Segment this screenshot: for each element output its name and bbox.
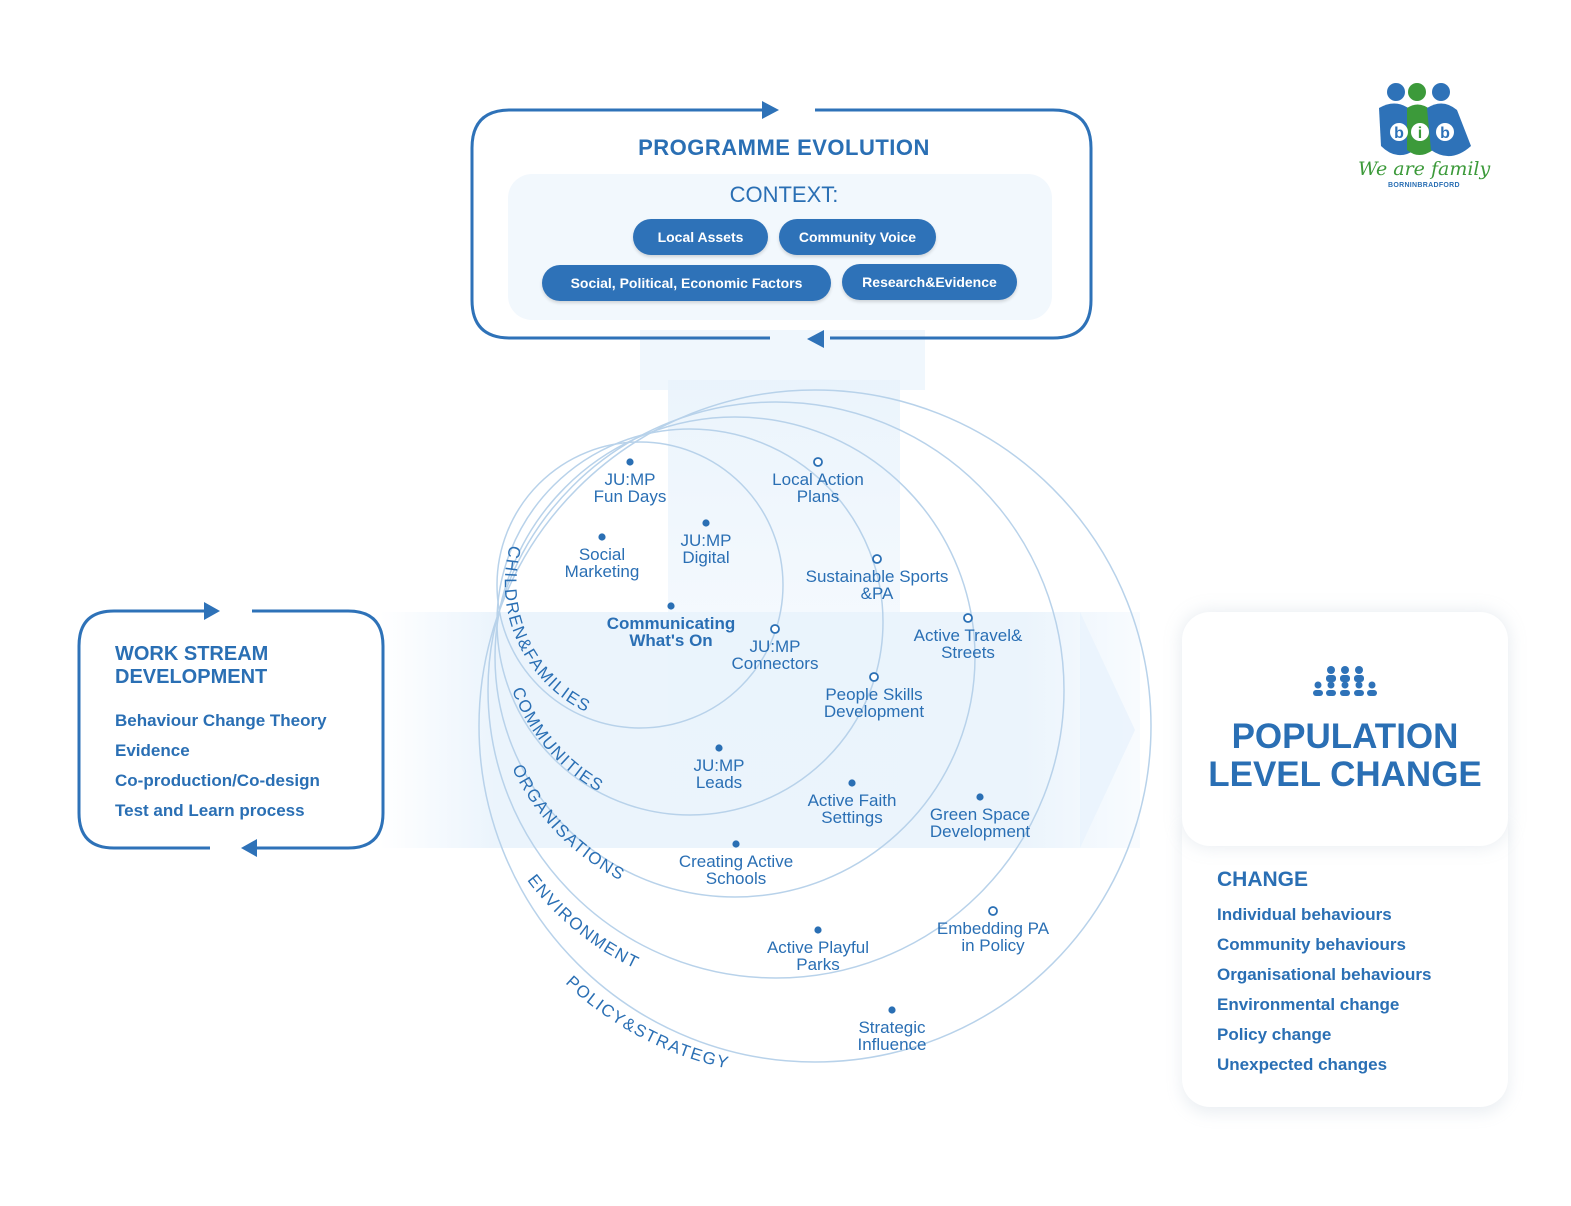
pill-social-political-economic: Social, Political, Economic Factors bbox=[542, 265, 831, 301]
programme-evolution-title: PROGRAMME EVOLUTION bbox=[638, 135, 930, 160]
node-marker bbox=[888, 1006, 896, 1014]
list-item: Evidence bbox=[115, 741, 190, 760]
list-item: Individual behaviours bbox=[1217, 905, 1392, 924]
list-item: Co-production/Co-design bbox=[115, 771, 320, 790]
node-label: Sustainable Sports&PA bbox=[806, 567, 949, 603]
node-marker bbox=[715, 744, 723, 752]
svg-text:b: b bbox=[1440, 125, 1450, 142]
list-item: Environmental change bbox=[1217, 995, 1400, 1014]
arrow-left-icon bbox=[241, 839, 257, 857]
node-marker bbox=[702, 519, 710, 527]
node-marker bbox=[667, 602, 675, 610]
node-marker bbox=[770, 624, 780, 634]
ring-organisations bbox=[494, 416, 976, 898]
arrow-right-icon bbox=[204, 602, 220, 620]
ring-environment bbox=[487, 401, 1065, 979]
pill-community-voice: Community Voice bbox=[779, 219, 936, 255]
list-item: Behaviour Change Theory bbox=[115, 711, 327, 730]
node-marker bbox=[848, 779, 856, 787]
people-group-icon bbox=[1313, 666, 1377, 696]
change-card bbox=[1182, 822, 1508, 1107]
node-marker bbox=[988, 906, 998, 916]
list-item: Test and Learn process bbox=[115, 801, 305, 820]
pill-research-evidence: Research&Evidence bbox=[842, 264, 1017, 300]
node-marker bbox=[963, 613, 973, 623]
rings-group bbox=[478, 389, 1152, 1063]
node-marker bbox=[598, 533, 606, 541]
work-stream-list: Behaviour Change Theory Evidence Co-prod… bbox=[115, 708, 327, 828]
change-title: CHANGE bbox=[1217, 868, 1309, 891]
svg-text:i: i bbox=[1418, 125, 1422, 142]
bib-logo: b i b bbox=[1379, 83, 1471, 157]
node-marker bbox=[814, 926, 822, 934]
work-stream-title: WORK STREAM DEVELOPMENT bbox=[115, 643, 269, 688]
population-change-card bbox=[1182, 612, 1508, 846]
logo-tagline: We are family bbox=[1358, 158, 1491, 180]
node-label: Active Travel&Streets bbox=[914, 626, 1023, 662]
context-title: CONTEXT: bbox=[729, 182, 839, 207]
node-sustainable-sports: Sustainable Sports&PA bbox=[806, 554, 949, 603]
arrow-right-icon bbox=[762, 101, 779, 119]
arrow-left-icon bbox=[807, 330, 824, 348]
change-list: Individual behaviours Community behaviou… bbox=[1217, 903, 1431, 1083]
list-item: Organisational behaviours bbox=[1217, 965, 1432, 984]
node-marker bbox=[872, 554, 882, 564]
logo-subtext: BORNINBRADFORD bbox=[1388, 182, 1460, 189]
list-item: Policy change bbox=[1217, 1025, 1332, 1044]
ring-policy-strategy bbox=[478, 389, 1152, 1063]
node-marker bbox=[869, 672, 879, 682]
node-marker bbox=[732, 840, 740, 848]
svg-text:b: b bbox=[1394, 125, 1404, 142]
ring-label-policy-strategy: POLICY&STRATEGY bbox=[562, 972, 731, 1073]
ring-children-families bbox=[496, 441, 784, 729]
work-stream-frame bbox=[77, 602, 385, 857]
node-marker bbox=[976, 793, 984, 801]
pill-local-assets: Local Assets bbox=[633, 219, 768, 255]
node-active-travel-streets: Active Travel&Streets bbox=[914, 613, 1023, 662]
population-change-title: POPULATION LEVEL CHANGE bbox=[1208, 717, 1482, 794]
background-arrows bbox=[380, 330, 1140, 848]
list-item: Unexpected changes bbox=[1217, 1055, 1388, 1074]
node-marker bbox=[813, 457, 823, 467]
list-item: Community behaviours bbox=[1217, 935, 1406, 954]
node-marker bbox=[626, 458, 634, 466]
